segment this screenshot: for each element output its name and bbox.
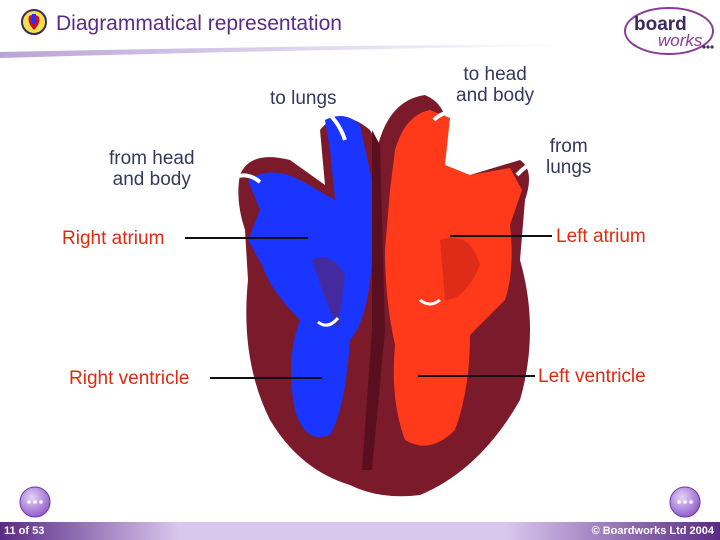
slide-counter: 11 of 53 [4,525,45,537]
right-heart-chamber [248,116,372,438]
label-right-atrium: Right atrium [62,228,165,249]
label-left-atrium: Left atrium [556,226,646,247]
heart-logo-icon [21,9,47,35]
svg-text:board: board [634,14,687,35]
label-to-lungs: to lungs [270,88,337,109]
label-left-ventricle: Left ventricle [538,366,646,387]
label-to-head-and-body: to head and body [456,64,535,106]
page-title: Diagrammatical representation [56,12,342,35]
title-underline [0,44,560,58]
next-arrow-icon[interactable] [668,485,702,519]
copyright: © Boardworks Ltd 2004 [591,525,714,537]
svg-text:works: works [658,31,703,50]
label-from-head-and-body: from head and body [109,148,195,190]
footer-bar [0,522,720,540]
label-from-lungs: from lungs [546,136,592,178]
boardworks-logo: board works [624,7,714,55]
label-right-ventricle: Right ventricle [69,368,190,389]
prev-arrow-icon[interactable] [18,485,52,519]
